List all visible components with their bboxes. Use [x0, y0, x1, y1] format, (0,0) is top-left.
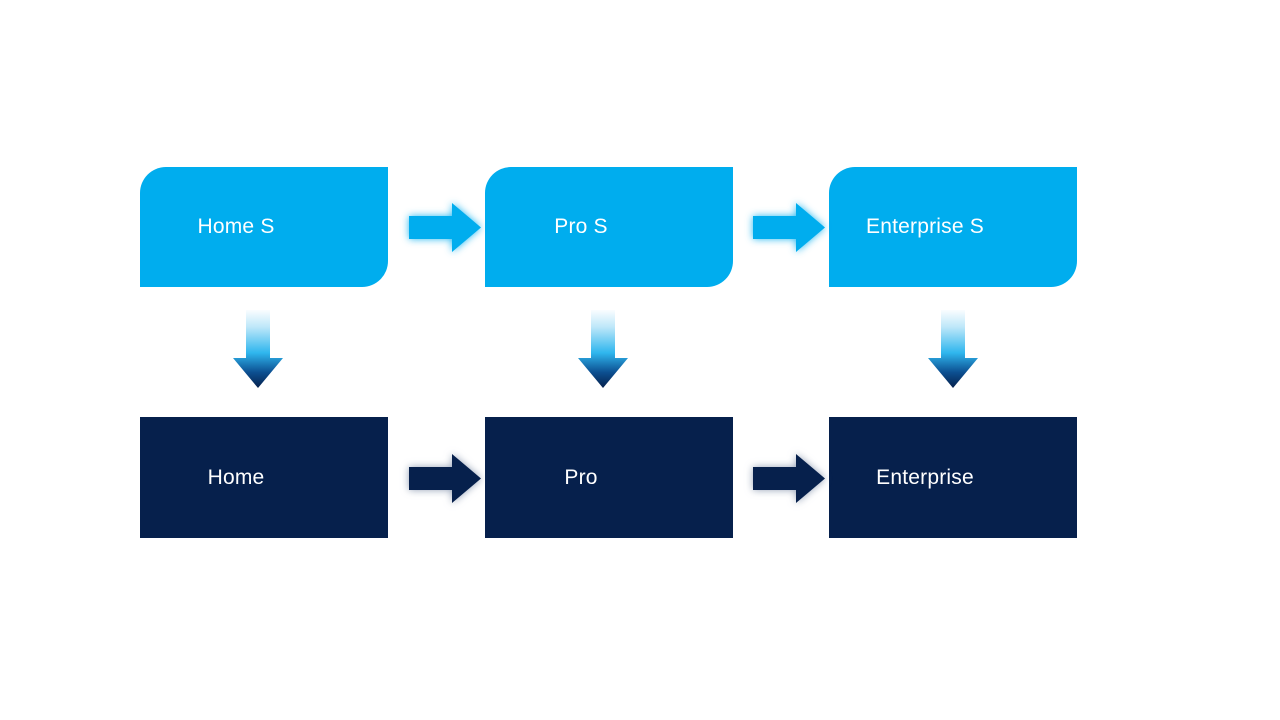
node-label: Pro S [554, 215, 608, 239]
connector-home-s-to-pro-s [409, 203, 481, 252]
connector-pro-to-enterprise [753, 454, 825, 503]
connector-enterprise-s-to-enterprise [928, 310, 978, 390]
connector-home-s-to-home [233, 310, 283, 390]
node-home-s[interactable]: Home S [140, 167, 388, 287]
arrow-right-icon [753, 203, 825, 252]
arrow-down-icon [578, 310, 628, 388]
arrow-right-icon [409, 203, 481, 252]
node-label: Enterprise S [866, 215, 984, 239]
arrow-down-icon [233, 310, 283, 388]
node-pro-s[interactable]: Pro S [485, 167, 733, 287]
connector-pro-s-to-enterprise-s [753, 203, 825, 252]
node-home[interactable]: Home [140, 417, 388, 538]
node-enterprise-s[interactable]: Enterprise S [829, 167, 1077, 287]
arrow-down-icon [928, 310, 978, 388]
node-label: Home [207, 465, 265, 489]
node-label: Enterprise [876, 465, 974, 489]
node-enterprise[interactable]: Enterprise [829, 417, 1077, 538]
node-label: Pro [564, 465, 598, 489]
node-pro[interactable]: Pro [485, 417, 733, 538]
connector-pro-s-to-pro [578, 310, 628, 390]
node-label: Home S [197, 215, 275, 239]
connector-home-to-pro [409, 454, 481, 503]
arrow-right-icon [753, 454, 825, 503]
arrow-right-icon [409, 454, 481, 503]
